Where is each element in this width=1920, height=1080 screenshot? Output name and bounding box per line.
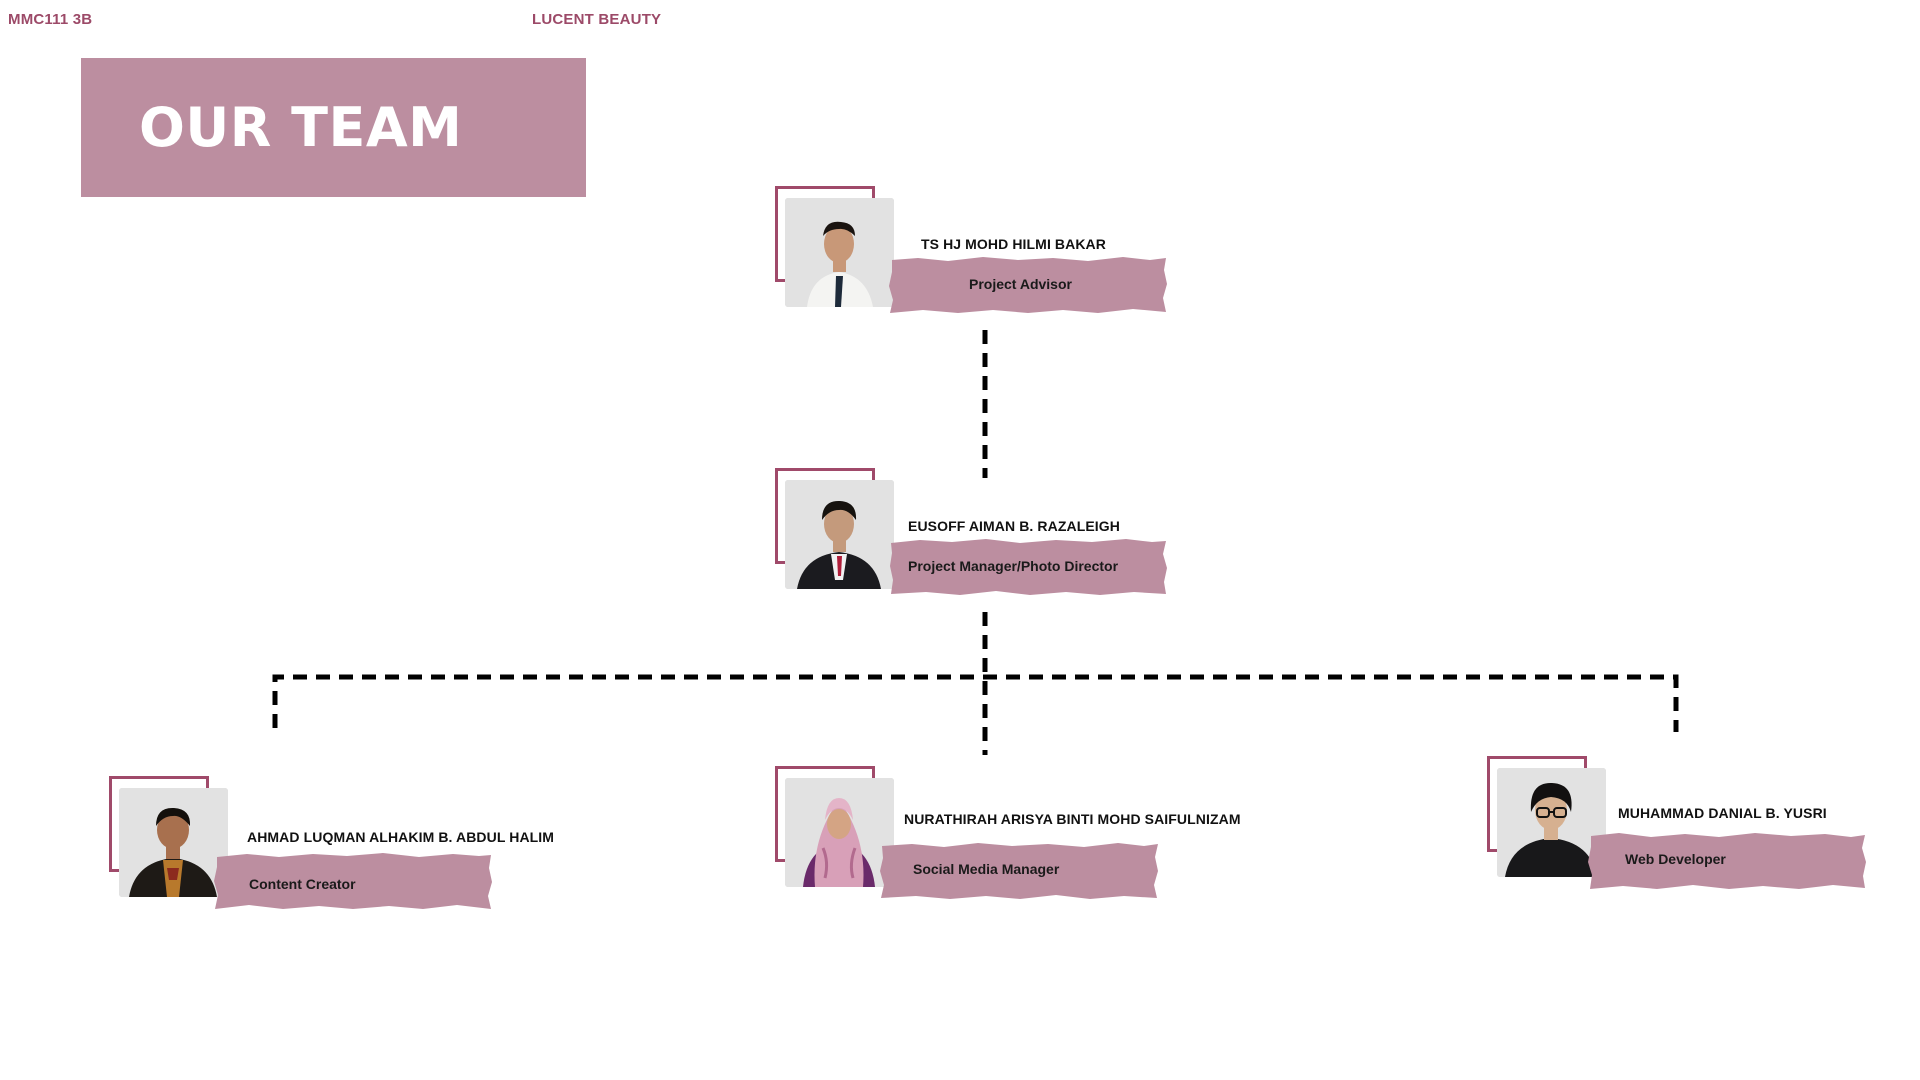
member-name: MUHAMMAD DANIAL B. YUSRI	[1618, 805, 1827, 821]
member-role: Project Manager/Photo Director	[908, 558, 1119, 574]
member-name: AHMAD LUQMAN ALHAKIM B. ABDUL HALIM	[247, 829, 555, 845]
course-code: MMC111 3B	[8, 11, 93, 28]
member-name: NURATHIRAH ARISYA BINTI MOHD SAIFULNIZAM	[904, 811, 1241, 827]
role-banner	[880, 843, 1158, 899]
title-banner: OUR TEAM	[81, 58, 586, 197]
member-photo-social-media	[785, 778, 894, 887]
member-photo-manager	[785, 480, 894, 589]
page-title: OUR TEAM	[139, 96, 463, 159]
member-card-social-media: NURATHIRAH ARISYA BINTI MOHD SAIFULNIZAM…	[775, 766, 1295, 906]
member-card-web-developer: MUHAMMAD DANIAL B. YUSRI Web Developer	[1487, 756, 1920, 896]
role-banner	[890, 539, 1167, 595]
member-role: Social Media Manager	[913, 861, 1060, 877]
member-role: Web Developer	[1625, 851, 1726, 867]
member-role: Content Creator	[249, 876, 356, 892]
member-photo-content-creator	[119, 788, 228, 897]
member-card-content-creator: AHMAD LUQMAN ALHAKIM B. ABDUL HALIM Cont…	[109, 776, 629, 916]
connector-branch	[272, 674, 1679, 732]
role-banner	[214, 853, 492, 909]
role-banner	[1588, 833, 1866, 889]
member-role: Project Advisor	[969, 276, 1072, 292]
member-photo-advisor	[785, 198, 894, 307]
role-banner	[889, 257, 1167, 313]
member-name: EUSOFF AIMAN B. RAZALEIGH	[908, 518, 1120, 534]
member-card-advisor: TS HJ MOHD HILMI BAKAR Project Advisor	[775, 186, 1295, 326]
member-card-manager: EUSOFF AIMAN B. RAZALEIGH Project Manage…	[775, 468, 1295, 608]
member-photo-web-developer	[1497, 768, 1606, 877]
member-name: TS HJ MOHD HILMI BAKAR	[921, 236, 1106, 252]
project-name: LUCENT BEAUTY	[532, 11, 662, 28]
